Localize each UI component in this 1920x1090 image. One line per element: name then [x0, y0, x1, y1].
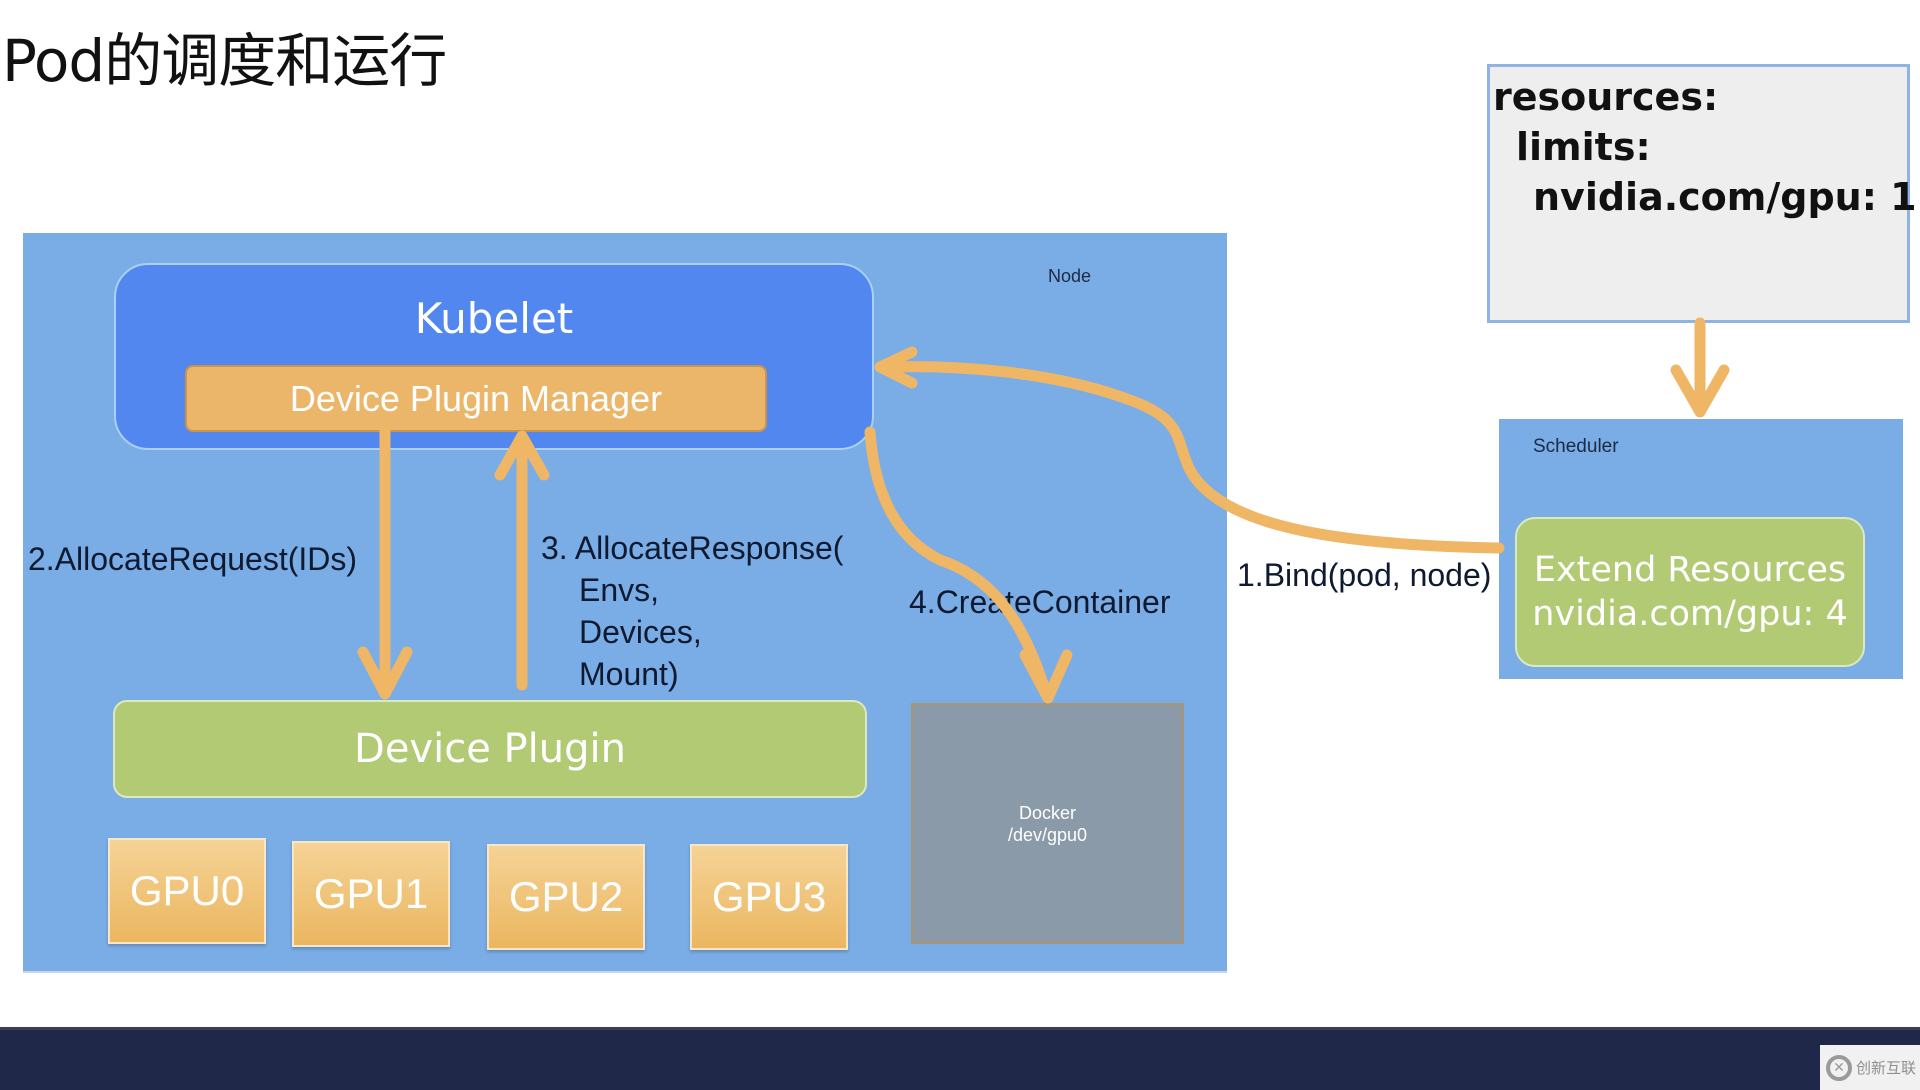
extend-resources-box: Extend Resources nvidia.com/gpu: 4	[1515, 517, 1865, 667]
gpu-box: GPU3	[690, 844, 848, 950]
extend-resources-value: nvidia.com/gpu: 4	[1532, 594, 1848, 634]
gpu-box: GPU0	[108, 838, 266, 944]
step-allocate-response-label: 3. AllocateResponse( Envs, Devices, Moun…	[541, 527, 843, 695]
note-line: resources:	[1493, 75, 1719, 119]
gpu-box: GPU2	[487, 844, 645, 950]
gpu-label: GPU0	[129, 867, 245, 914]
watermark: ✕ 创新互联	[1820, 1045, 1920, 1090]
device-plugin-box: Device Plugin	[113, 700, 867, 798]
note-line: nvidia.com/gpu: 1	[1533, 175, 1917, 219]
brand-logo-icon: ✕	[1826, 1054, 1852, 1081]
extend-resources-title: Extend Resources	[1533, 550, 1847, 590]
docker-container-box: Docker /dev/gpu0	[911, 703, 1184, 944]
allocate-response-line: Mount)	[579, 656, 679, 692]
kubelet-title: Kubelet	[414, 294, 574, 343]
footer-bar	[0, 1027, 1920, 1090]
gpu-label: GPU2	[508, 873, 624, 920]
node-label: Node	[1048, 266, 1092, 286]
device-plugin-manager-box: Device Plugin Manager	[185, 365, 767, 432]
docker-device-path: /dev/gpu0	[1007, 824, 1088, 845]
scheduler-label: Scheduler	[1533, 436, 1619, 457]
gpu-label: GPU3	[711, 873, 827, 920]
note-line: limits:	[1516, 125, 1651, 169]
slide-title: Pod的调度和运行	[2, 27, 447, 95]
step-create-container-label: 4.CreateContainer	[909, 584, 1171, 620]
pod-spec-note: resources: limits: nvidia.com/gpu: 1	[1487, 64, 1917, 323]
gpu-label: GPU1	[313, 870, 429, 917]
gpu-box: GPU1	[292, 841, 450, 947]
docker-label: Docker	[1018, 802, 1076, 823]
step-allocate-request-label: 2.AllocateRequest(IDs)	[28, 541, 358, 577]
device-plugin-label: Device Plugin	[354, 726, 626, 772]
arrowhead-note-to-scheduler	[1670, 364, 1730, 418]
device-plugin-manager-label: Device Plugin Manager	[289, 377, 663, 419]
allocate-response-line: Envs,	[579, 572, 660, 608]
watermark-text: 创新互联	[1856, 1059, 1917, 1077]
allocate-response-line: 3. AllocateResponse(	[541, 530, 844, 566]
step-bind-label: 1.Bind(pod, node)	[1237, 557, 1492, 593]
allocate-response-line: Devices,	[579, 614, 702, 650]
